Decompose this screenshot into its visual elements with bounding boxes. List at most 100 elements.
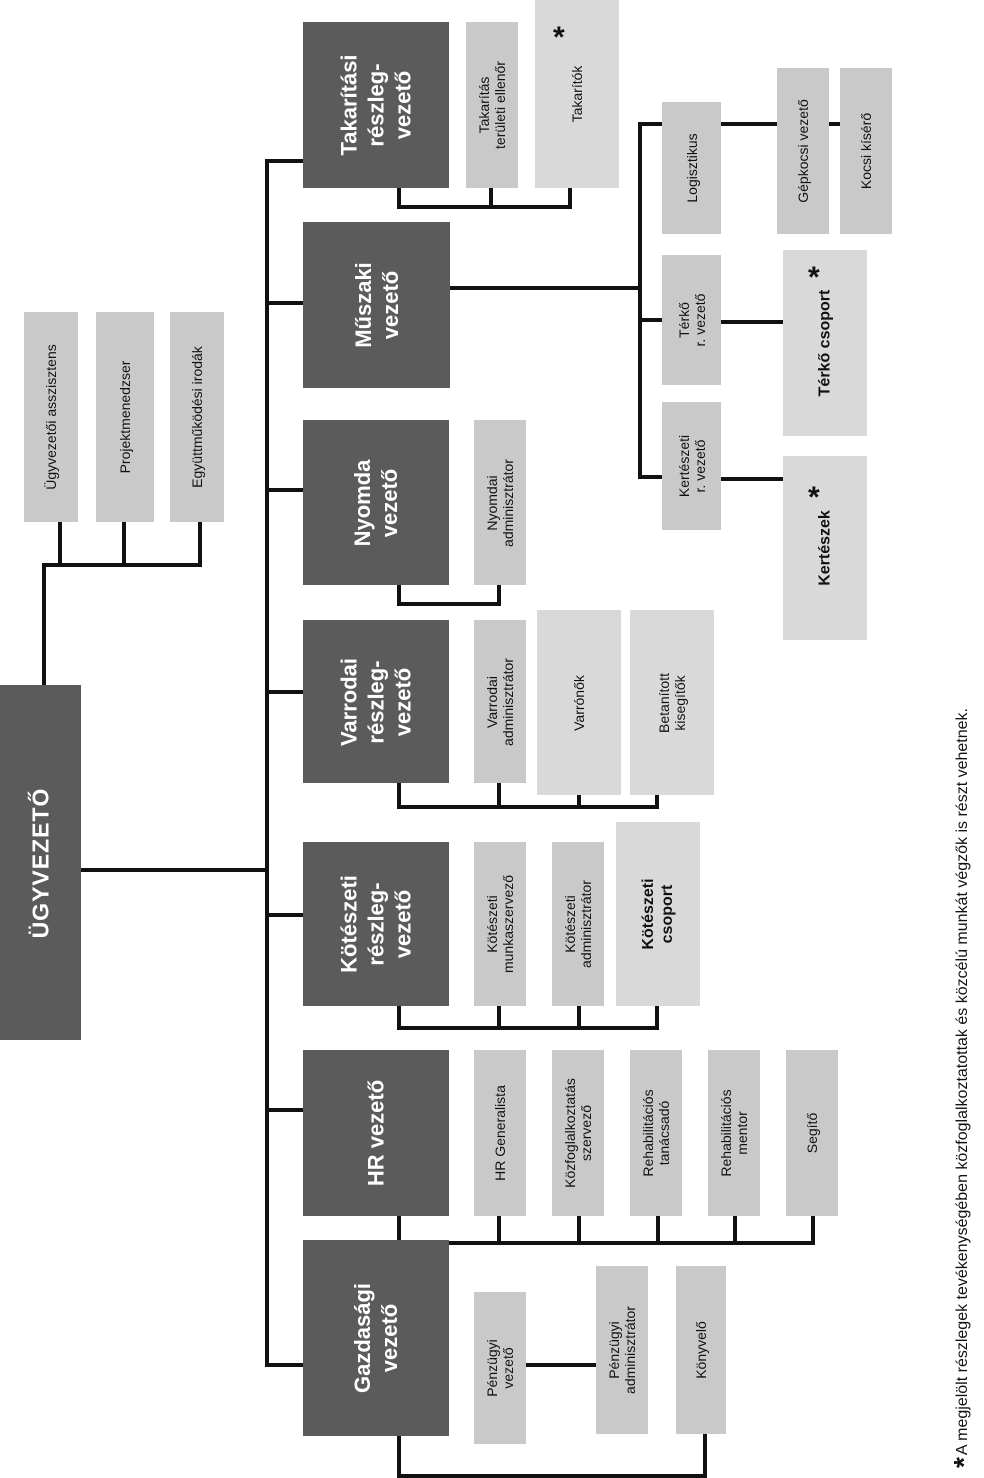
member-kocsi-kisero: Kocsi kísérő xyxy=(840,68,892,234)
nyo-tick-head xyxy=(397,585,401,606)
var-tick-3 xyxy=(655,795,659,809)
var-tick-head xyxy=(397,783,401,809)
staff-tick-2 xyxy=(122,522,126,566)
member-label: Pénzügyi adminisztrátor xyxy=(606,1306,638,1394)
footnote: *A megjelölt részlegek tevékenységében k… xyxy=(948,708,980,1468)
member-label: Kocsi kísérő xyxy=(858,112,874,190)
musz-tick-log xyxy=(638,122,664,126)
dept-head-varrodai: Varrodai részleg- vezető xyxy=(303,620,449,783)
musz-link xyxy=(450,286,642,290)
footnote-text: A megjelölt részlegek tevékenységében kö… xyxy=(954,708,971,1456)
hr-tick-4 xyxy=(733,1216,737,1244)
gazd-bottom-bus xyxy=(397,1474,707,1478)
member-label: Rehabilitációs mentor xyxy=(718,1089,750,1177)
member-terko-vezeto: Térkő r. vezető xyxy=(662,255,721,385)
hr-tick-3 xyxy=(656,1216,660,1244)
gazd-tick-konyvelo xyxy=(703,1434,707,1478)
member-label: Nyomdai adminisztrátor xyxy=(484,458,516,547)
nyo-tick-1 xyxy=(497,585,501,606)
branch-koteszeti xyxy=(265,913,303,917)
member-label: Kötészeti munkaszervező xyxy=(484,874,516,974)
member-penzugyi-admin: Pénzügyi adminisztrátor xyxy=(596,1266,648,1434)
member-kot-munkaszervezo: Kötészeti munkaszervező xyxy=(474,842,526,1006)
star-marker-terko: * xyxy=(808,261,820,294)
member-takaritok: Takarítók xyxy=(535,0,619,188)
member-varrodai-admin: Varrodai adminisztrátor xyxy=(474,620,526,783)
staff-box-1: Ügyvezetői asszisztens xyxy=(24,312,78,522)
member-label: HR Generalista xyxy=(492,1085,508,1181)
member-takaritas-ellenor: Takarítás területi ellenőr xyxy=(466,22,518,188)
kot-tick-1 xyxy=(497,1006,501,1030)
kot-tick-2 xyxy=(577,1006,581,1030)
group-label: Kertészek xyxy=(816,510,834,586)
member-rehab-mentor: Rehabilitációs mentor xyxy=(708,1050,760,1216)
dept-head-takaritasi: Takarítási részleg- vezető xyxy=(303,22,449,188)
dept-head-hr: HR vezető xyxy=(303,1050,449,1216)
var-tick-1 xyxy=(497,783,501,809)
ceo-to-spine-line xyxy=(80,868,268,872)
member-label: Térkő r. vezető xyxy=(675,293,708,347)
star-marker-takaritok: * xyxy=(553,21,565,54)
member-konyvelo: Könyvelő xyxy=(676,1266,726,1434)
member-label: Betanított kisegítők xyxy=(656,672,688,733)
kot-tick-3 xyxy=(655,1006,659,1030)
group-label: Térkő csoport xyxy=(816,289,834,397)
member-label: Kertészeti r. vezető xyxy=(675,434,708,498)
member-label: Varrodai adminisztrátor xyxy=(484,657,516,746)
member-label: Könyvelő xyxy=(693,1321,709,1379)
member-kozfoglalkoztatas: Közfoglalkoztatás szervező xyxy=(552,1050,604,1216)
dept-head-label: Kötészeti részleg- vezető xyxy=(336,875,416,973)
member-label: Gépkocsi vezető xyxy=(795,99,811,203)
dept-head-label: Gazdasági vezető xyxy=(350,1282,402,1394)
tak-tick-2 xyxy=(568,188,572,209)
hr-bus xyxy=(397,1241,815,1245)
dept-head-label: Műszaki vezető xyxy=(350,262,403,348)
dept-head-muszaki: Műszaki vezető xyxy=(303,222,450,388)
gazd-tick-head xyxy=(397,1436,401,1478)
branch-varrodai xyxy=(265,690,303,694)
dept-head-label: Takarítási részleg- vezető xyxy=(336,54,416,156)
member-label: Varrónők xyxy=(571,674,587,731)
member-label: Logisztikus xyxy=(683,133,700,203)
tak-tick-1 xyxy=(489,188,493,209)
member-kot-csoport: Kötészeti csoport xyxy=(616,822,700,1006)
dept-head-gazdasagi: Gazdasági vezető xyxy=(303,1240,449,1436)
branch-muszaki xyxy=(265,301,303,305)
hr-tick-1 xyxy=(497,1216,501,1244)
member-label: Takarítók xyxy=(569,65,585,123)
hr-tick-2 xyxy=(577,1216,581,1244)
hr-tick-5 xyxy=(811,1216,815,1244)
member-label: Takarítás területi ellenőr xyxy=(476,61,508,149)
hr-tick-head xyxy=(397,1216,401,1244)
gazd-penzugy-link xyxy=(526,1363,598,1367)
branch-nyomda xyxy=(265,488,303,492)
member-logisztikus: Logisztikus xyxy=(662,102,721,234)
staff-label-3: Együttműködési irodák xyxy=(189,346,205,488)
star-marker-kerteszek: * xyxy=(808,481,820,514)
ceo-label: ÜGYVEZETŐ xyxy=(27,787,53,938)
nyo-bus xyxy=(397,602,501,606)
member-varronok: Varrónők xyxy=(537,610,621,795)
member-label: Segítő xyxy=(804,1112,820,1154)
member-penzugyi-vezeto: Pénzügyi vezető xyxy=(474,1292,526,1444)
musz-spine xyxy=(638,122,642,479)
member-betanitott: Betanított kisegítők xyxy=(630,610,714,795)
group-terko-csoport: Térkő csoport xyxy=(783,250,867,436)
var-tick-2 xyxy=(577,795,581,809)
footnote-star: * xyxy=(948,1457,979,1468)
kot-bus xyxy=(397,1026,659,1030)
member-label: Kötészeti csoport xyxy=(640,878,676,950)
member-nyomdai-admin: Nyomdai adminisztrátor xyxy=(474,420,526,585)
tak-bus xyxy=(397,205,572,209)
dept-head-label: Nyomda vezető xyxy=(350,459,402,546)
musz-tick-terko xyxy=(638,318,664,322)
main-spine-line xyxy=(265,160,269,1367)
staff-tick-3 xyxy=(198,522,202,566)
member-hr-generalista: HR Generalista xyxy=(474,1050,526,1216)
tak-tick-head xyxy=(397,188,401,209)
member-label: Közfoglalkoztatás szervező xyxy=(562,1078,594,1188)
member-kerteszeti-vezeto: Kertészeti r. vezető xyxy=(662,402,721,530)
branch-hr xyxy=(265,1108,303,1112)
staff-label-1: Ügyvezetői asszisztens xyxy=(43,344,59,490)
member-kot-admin: Kötészeti adminisztrátor xyxy=(552,842,604,1006)
